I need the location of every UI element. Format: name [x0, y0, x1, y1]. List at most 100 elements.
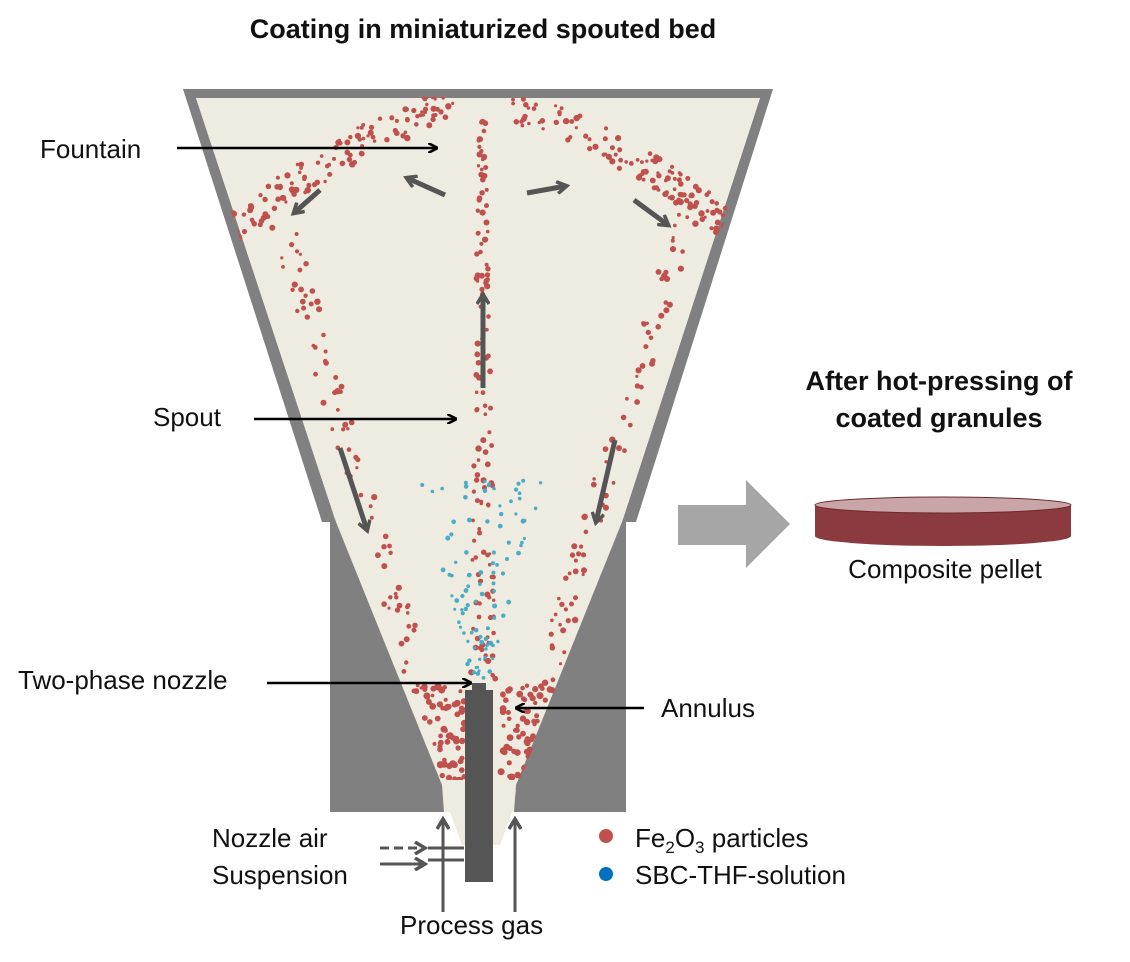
fe2o3-particle — [460, 726, 466, 733]
fe2o3-particle — [497, 768, 505, 776]
fe2o3-particle — [727, 238, 732, 243]
fe2o3-particle — [487, 595, 492, 600]
fe2o3-particle — [301, 305, 307, 311]
fe2o3-particle — [366, 134, 370, 138]
fe2o3-particle — [284, 172, 291, 179]
outer-left-arrow — [294, 188, 322, 213]
fe2o3-particle — [400, 133, 406, 139]
fe2o3-particle — [474, 390, 479, 395]
fe2o3-particle — [291, 281, 298, 288]
fe2o3-particle — [602, 446, 609, 452]
diagram-title: Coating in miniaturized spouted bed — [250, 14, 717, 44]
fe2o3-particle — [478, 272, 485, 279]
fe2o3-particle — [471, 489, 476, 494]
fe2o3-particle — [479, 167, 484, 172]
sbc-droplet — [522, 518, 527, 523]
fe2o3-particle — [720, 213, 725, 218]
sbc-droplet — [450, 594, 454, 598]
fe2o3-particle — [641, 321, 647, 327]
fe2o3-particle — [452, 776, 458, 780]
sbc-droplet — [463, 484, 469, 489]
fe2o3-particle — [676, 177, 682, 183]
fe2o3-particle — [617, 147, 623, 153]
fe2o3-particle — [297, 170, 302, 175]
fe2o3-particle — [412, 622, 418, 628]
fe2o3-particle — [672, 223, 677, 228]
fe2o3-particle — [487, 614, 494, 621]
fe2o3-particle — [639, 363, 646, 369]
fe2o3-particle — [346, 427, 350, 431]
fe2o3-particle — [524, 683, 530, 688]
fe2o3-particle — [284, 200, 288, 204]
fe2o3-particle — [221, 237, 228, 243]
fe2o3-particle — [513, 727, 518, 733]
fe2o3-particle — [573, 558, 578, 563]
fe2o3-particle — [361, 123, 366, 127]
fe2o3-particle — [549, 645, 556, 651]
sbc-droplet — [457, 620, 461, 624]
sbc-droplet — [478, 582, 482, 586]
fe2o3-particle — [231, 210, 238, 217]
fe2o3-particle — [609, 158, 616, 165]
fe2o3-particle — [641, 177, 646, 182]
fe2o3-particle — [489, 443, 494, 448]
side-title-line2: coated granules — [835, 403, 1042, 433]
sbc-droplet — [522, 536, 527, 541]
fe2o3-particle — [526, 106, 531, 110]
fe2o3-particle — [507, 745, 513, 752]
fe2o3-particle — [394, 118, 399, 123]
sbc-droplet — [473, 627, 479, 633]
fe2o3-particle — [372, 139, 377, 143]
fountain-right-arrow — [526, 186, 566, 196]
fe2o3-particle — [430, 97, 435, 100]
fe2o3-particle — [520, 730, 526, 737]
fe2o3-particle — [680, 249, 685, 254]
fe2o3-particle — [306, 182, 312, 188]
fe2o3-particle — [333, 375, 339, 380]
sbc-droplet — [495, 563, 499, 567]
fe2o3-particle — [251, 221, 257, 227]
fe2o3-particle — [658, 312, 665, 319]
sbc-droplet — [498, 504, 502, 508]
sbc-droplet — [479, 591, 485, 597]
fe2o3-particle — [581, 513, 588, 521]
sbc-droplet — [492, 589, 496, 593]
sbc-droplet — [514, 512, 518, 516]
fe2o3-particle — [294, 249, 300, 254]
fe2o3-particle — [422, 106, 429, 112]
fe2o3-particle — [483, 219, 490, 226]
fe2o3-particle — [685, 176, 691, 181]
fe2o3-particle — [634, 383, 641, 389]
fe2o3-particle — [477, 527, 482, 531]
sbc-droplet — [475, 671, 481, 676]
fe2o3-particle — [731, 231, 737, 237]
fe2o3-particle — [506, 734, 514, 741]
sbc-droplet — [483, 655, 487, 660]
sbc-droplet — [440, 567, 446, 573]
fe2o3-particle — [635, 374, 639, 378]
sbc-droplet — [482, 488, 488, 494]
legend: Fe2O3 particles SBC-THF-solution — [599, 823, 846, 890]
fe2o3-particle — [643, 344, 649, 350]
fe2o3-particle — [311, 343, 316, 348]
fe2o3-particle — [314, 298, 321, 305]
fe2o3-particle — [387, 543, 392, 549]
sbc-droplet — [500, 571, 506, 576]
fe2o3-particle — [484, 461, 491, 468]
fe2o3-particle — [478, 151, 483, 156]
fe2o3-particle — [557, 110, 562, 115]
fe2o3-particle — [546, 686, 553, 693]
fe2o3-particle — [222, 237, 226, 241]
fe2o3-particle — [710, 209, 717, 216]
sbc-droplet — [466, 584, 471, 589]
fe2o3-particle — [511, 101, 515, 106]
fe2o3-particle — [303, 190, 308, 195]
fe2o3-particle — [667, 169, 672, 174]
fe2o3-particle — [348, 134, 353, 140]
fe2o3-particle — [529, 695, 536, 702]
fe2o3-particle — [628, 161, 634, 166]
fe2o3-particle — [565, 618, 571, 624]
fe2o3-particle — [557, 596, 561, 601]
fe2o3-particle — [320, 399, 327, 406]
fe2o3-particle — [321, 332, 326, 338]
